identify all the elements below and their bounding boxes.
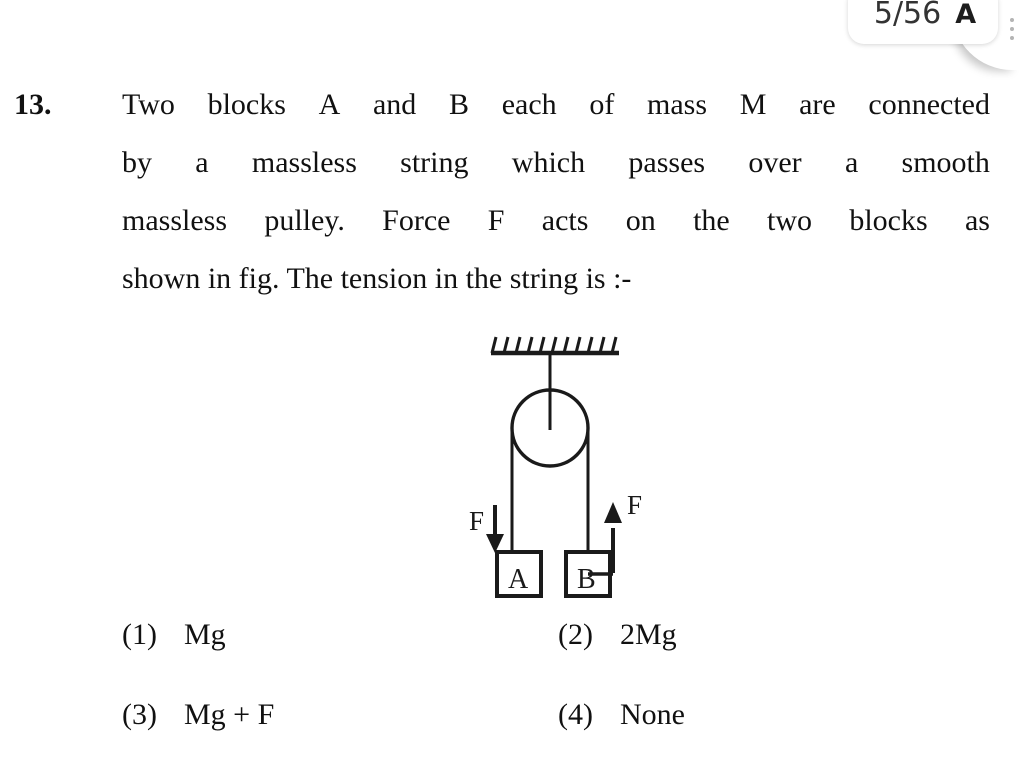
diagram-svg: F F A B: [469, 336, 642, 598]
force-right-label: F: [627, 490, 642, 520]
option-row-1: (1) Mg (2) 2Mg: [0, 618, 1024, 698]
option-4-value: None: [620, 698, 685, 731]
page-counter-text: 5/56: [873, 0, 942, 31]
dot-3: [1010, 36, 1014, 40]
answer-options: (1) Mg (2) 2Mg (3) Mg + F (4) None: [0, 618, 1024, 778]
block-a-rect: [495, 550, 543, 598]
option-3-tag: (3): [122, 698, 157, 731]
force-left-label: F: [469, 506, 484, 536]
block-a-label: A: [508, 564, 529, 595]
option-4[interactable]: (4) None: [558, 698, 685, 732]
marker-a-icon: A: [955, 0, 977, 30]
option-1[interactable]: (1) Mg: [122, 618, 558, 652]
block-b-label: B: [577, 564, 596, 595]
option-3-value: Mg + F: [184, 698, 275, 731]
option-3[interactable]: (3) Mg + F: [122, 698, 558, 732]
option-row-2: (3) Mg + F (4) None: [0, 698, 1024, 778]
force-arrow-left-down: [486, 505, 504, 553]
question-number: 13.: [14, 88, 52, 121]
option-2-tag: (2): [558, 618, 593, 651]
pulley-with-two-blocks-diagram: F F A B: [455, 330, 675, 605]
question-line-4: shown in fig. The tension in the string …: [122, 262, 632, 295]
vertical-dots-icon[interactable]: [1004, 8, 1020, 50]
dot-1: [1010, 18, 1014, 22]
option-1-value: Mg: [184, 618, 226, 651]
option-1-tag: (1): [122, 618, 157, 651]
page-counter-badge[interactable]: 5/56 A: [848, 0, 998, 44]
option-2[interactable]: (2) 2Mg: [558, 618, 677, 652]
option-2-value: 2Mg: [620, 618, 677, 651]
force-arrow-right-up: [604, 502, 622, 573]
ceiling-hatching: [490, 336, 618, 354]
dot-2: [1010, 27, 1014, 31]
option-4-tag: (4): [558, 698, 593, 731]
